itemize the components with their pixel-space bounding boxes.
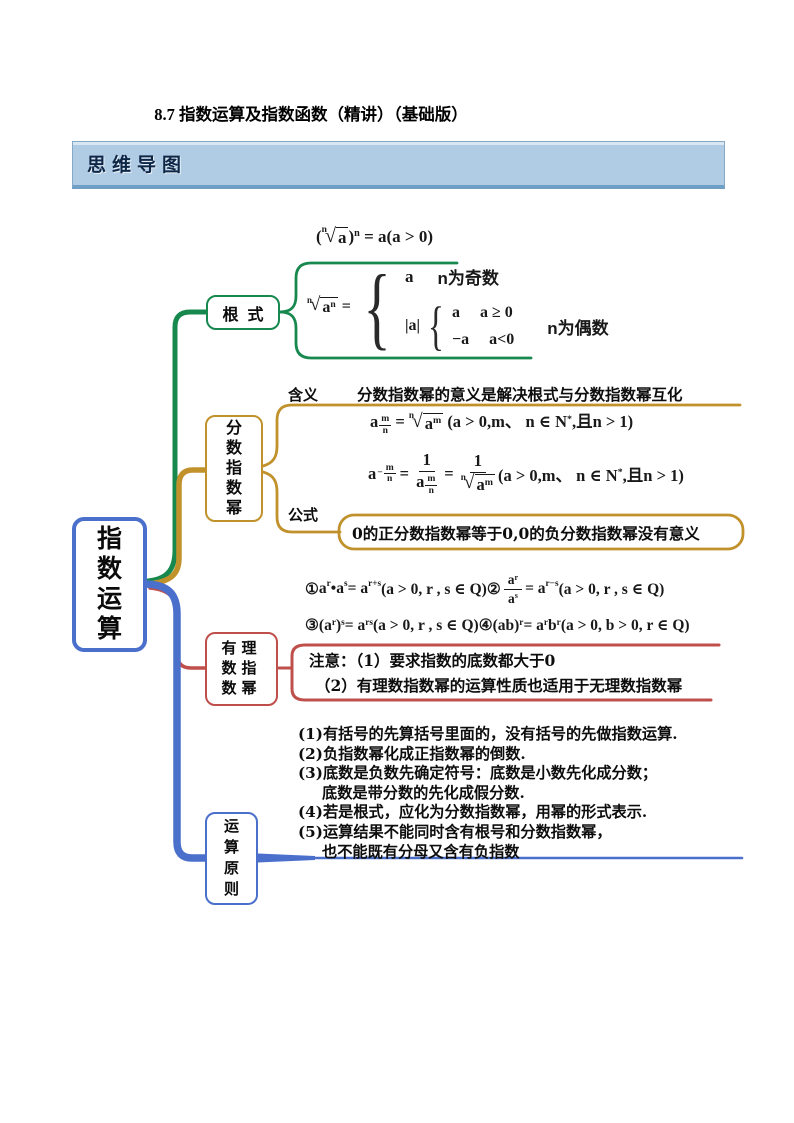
label-meaning: 含义	[288, 386, 319, 404]
formula-connector	[261, 470, 342, 534]
section-banner: 思维导图	[72, 141, 725, 189]
node-radical-label: 根式	[222, 306, 273, 324]
circled-3: ③	[305, 617, 319, 634]
banner-label: 思维导图	[87, 155, 188, 176]
equals-sign: =	[444, 463, 454, 483]
condition: (a > 0,m、 n ∈ N	[447, 412, 568, 431]
principle-line: 也不能既有分母又含有负指数	[322, 842, 520, 861]
branch-line-principle	[140, 580, 209, 862]
principle-line: (3)底数是负数先确定符号：底数是小数先化成分数；	[298, 764, 658, 783]
branch-line-fraction	[145, 467, 208, 587]
node-fraction-exponent: 分数指数幂	[205, 415, 263, 522]
label-formula: 公式	[288, 506, 319, 524]
branch-line-radical	[145, 309, 209, 584]
radical-sign: n√an	[307, 294, 338, 317]
node-root-topic: 指数运算	[72, 517, 147, 652]
radical-sign: n√am	[408, 410, 444, 433]
note-line-2: （2）有理数指数幂的运算性质也适用于无理数指数幂	[315, 676, 683, 695]
node-principle-label: 运算原则	[223, 818, 239, 898]
circled-2: ②	[486, 580, 501, 598]
odd-case: a n为奇数	[404, 266, 499, 289]
paren-open: (	[316, 227, 322, 246]
exponent-fraction: −	[377, 467, 383, 479]
formula-nth-root-power: (n√a)n = a(a > 0)	[316, 224, 434, 248]
radical-sign: n√a	[321, 224, 349, 248]
principle-line: (2)负指数幂化成正指数幂的倒数.	[298, 744, 526, 763]
node-rational-exponent: 有理数指数幂	[205, 632, 278, 706]
circled-1: ①	[305, 580, 319, 598]
paren-close: )	[348, 227, 355, 246]
equals-sign: =	[341, 298, 351, 316]
formula-rhs: = a(a > 0)	[364, 227, 434, 246]
principle-line: (5)运算结果不能同时含有根号和分数指数幂，	[298, 822, 612, 841]
page-title: 8.7 指数运算及指数函数（精讲）（基础版）	[154, 105, 468, 124]
node-fraction-label: 分数指数幂	[225, 419, 242, 517]
equals-sign: =	[395, 412, 405, 431]
meaning-text: 分数指数幂的意义是解决根式与分数指数幂互化	[357, 385, 683, 404]
principle-line: (4)若是根式，应化为分数指数幂，用幂的形式表示.	[298, 803, 648, 822]
outer-brace: {	[363, 255, 391, 358]
principle-line: 底数是带分数的先化成假分数.	[322, 783, 525, 802]
radical-sub-line-top	[278, 261, 459, 314]
principle-line: (1)有括号的先算括号里面的，没有括号的先做指数运算.	[298, 725, 678, 743]
formula-rational-rules-3-4: ③(ar)s= ars(a > 0, r , s ∈ Q)④(ab)r= arb…	[305, 617, 690, 634]
circled-4: ④	[478, 617, 493, 634]
note-line-1: 注意：（1）要求指数的底数都大于0	[309, 651, 556, 670]
principles-list: (1)有括号的先算括号里面的，没有括号的先做指数运算. (2)负指数幂化成正指数…	[298, 725, 758, 862]
note-capsule	[290, 643, 721, 702]
radical-sub-line-bottom	[278, 310, 533, 360]
equals-sign: =	[399, 463, 410, 483]
abs-value: |a|	[404, 317, 421, 335]
inner-brace: {	[427, 296, 445, 356]
node-root-label: 指数运算	[96, 525, 122, 643]
node-rational-label: 有理数指数幂	[221, 641, 262, 697]
meaning-underline	[261, 403, 742, 468]
node-radical: 根式	[206, 295, 280, 330]
zero-exponent-rule-text: 0的正分数指数幂等于0,0的负分数指数幂没有意义	[352, 524, 700, 543]
fraction: 1 n√am	[460, 451, 496, 495]
formula-capsule	[337, 513, 745, 551]
node-operation-principles: 运算原则	[205, 812, 258, 905]
condition: (a > 0,m、 n ∈ N	[498, 465, 618, 485]
